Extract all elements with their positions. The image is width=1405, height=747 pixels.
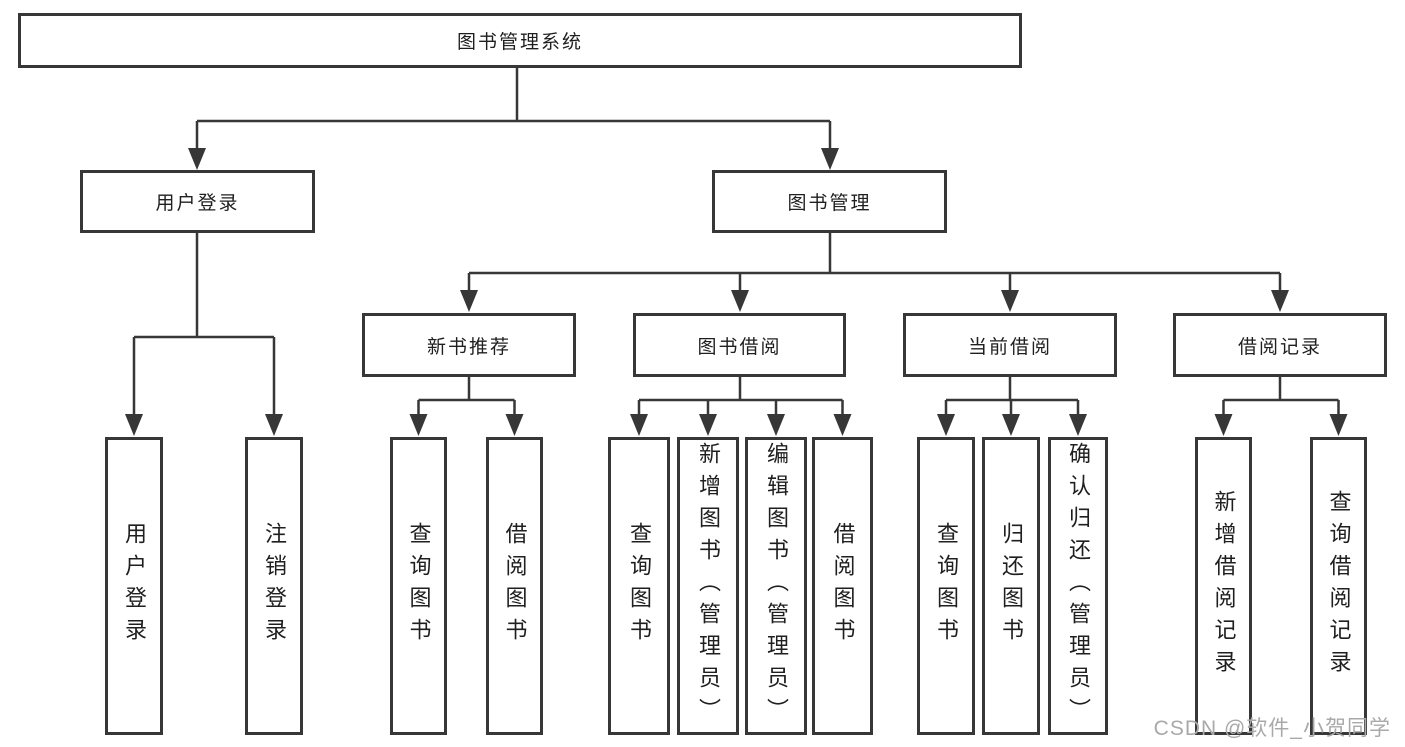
leaf-borrow-books-recommend: 借阅图书 xyxy=(486,437,543,735)
node-label: 用户登录 xyxy=(122,522,147,650)
node-book-borrowing: 图书借阅 xyxy=(633,313,846,377)
node-label: 查询图书 xyxy=(627,522,652,650)
arrow-down-icon xyxy=(1069,414,1087,436)
arrow-down-icon xyxy=(731,290,749,312)
node-label: 借阅图书 xyxy=(830,522,856,650)
arrow-down-icon xyxy=(1002,414,1020,436)
node-label: 借阅图书 xyxy=(502,522,528,650)
leaf-query-books-current: 查询图书 xyxy=(917,437,975,735)
watermark: CSDN @软件_小贺同学 xyxy=(1153,717,1391,740)
arrow-down-icon xyxy=(265,414,283,436)
arrow-down-icon xyxy=(821,148,839,170)
arrowheads xyxy=(125,148,1348,436)
node-label: 图书管理系统 xyxy=(456,32,583,53)
arrow-down-icon xyxy=(833,414,852,436)
node-label: 查询图书 xyxy=(934,522,959,650)
arrow-down-icon xyxy=(188,148,206,170)
node-system-root: 图书管理系统 xyxy=(18,13,1022,68)
node-label: 图书借阅 xyxy=(697,336,782,358)
arrow-down-icon xyxy=(409,414,428,436)
node-new-book-recommendation: 新书推荐 xyxy=(362,313,576,377)
leaf-confirm-return-admin: 确认归还（管理员） xyxy=(1048,437,1108,735)
node-label: 查询图书 xyxy=(406,522,432,650)
leaf-borrow-books: 借阅图书 xyxy=(812,437,873,735)
node-label: 确认归还（管理员） xyxy=(1066,442,1091,730)
node-user-login-module: 用户登录 xyxy=(80,170,315,233)
leaf-add-books-admin: 新增图书（管理员） xyxy=(677,437,739,735)
arrow-down-icon xyxy=(767,414,785,436)
arrow-down-icon xyxy=(505,414,524,436)
node-label: 图书管理 xyxy=(787,193,872,214)
arrow-down-icon xyxy=(125,414,143,436)
node-label: 借阅记录 xyxy=(1237,336,1322,358)
node-label: 当前借阅 xyxy=(967,336,1052,358)
leaf-edit-books-admin: 编辑图书（管理员） xyxy=(745,437,807,735)
node-label: 新增借阅记录 xyxy=(1211,490,1237,682)
arrow-down-icon xyxy=(1214,414,1233,436)
arrow-down-icon xyxy=(937,414,955,436)
leaf-query-borrow-record: 查询借阅记录 xyxy=(1310,437,1367,735)
leaf-return-books: 归还图书 xyxy=(982,437,1040,735)
node-book-management: 图书管理 xyxy=(712,170,947,233)
arrow-down-icon xyxy=(460,290,478,312)
node-label: 新增图书（管理员） xyxy=(696,442,721,730)
node-borrowing-records: 借阅记录 xyxy=(1173,313,1387,377)
node-label: 归还图书 xyxy=(999,522,1024,650)
leaf-query-books-recommend: 查询图书 xyxy=(390,437,447,735)
arrow-down-icon xyxy=(630,414,648,436)
arrow-down-icon xyxy=(1271,290,1289,312)
arrow-down-icon xyxy=(699,414,717,436)
node-label: 编辑图书（管理员） xyxy=(764,442,789,730)
leaf-user-login: 用户登录 xyxy=(105,437,163,735)
leaf-query-books-borrow: 查询图书 xyxy=(608,437,670,735)
node-current-borrowing: 当前借阅 xyxy=(903,313,1117,377)
node-label: 查询借阅记录 xyxy=(1326,490,1352,682)
node-label: 新书推荐 xyxy=(426,336,511,358)
node-label: 注销登录 xyxy=(262,522,287,650)
arrow-down-icon xyxy=(1329,414,1348,436)
arrow-down-icon xyxy=(1001,290,1019,312)
leaf-logout: 注销登录 xyxy=(245,437,303,735)
leaf-add-borrow-record: 新增借阅记录 xyxy=(1195,437,1252,735)
node-label: 用户登录 xyxy=(155,193,240,214)
connector-path xyxy=(132,68,1340,415)
